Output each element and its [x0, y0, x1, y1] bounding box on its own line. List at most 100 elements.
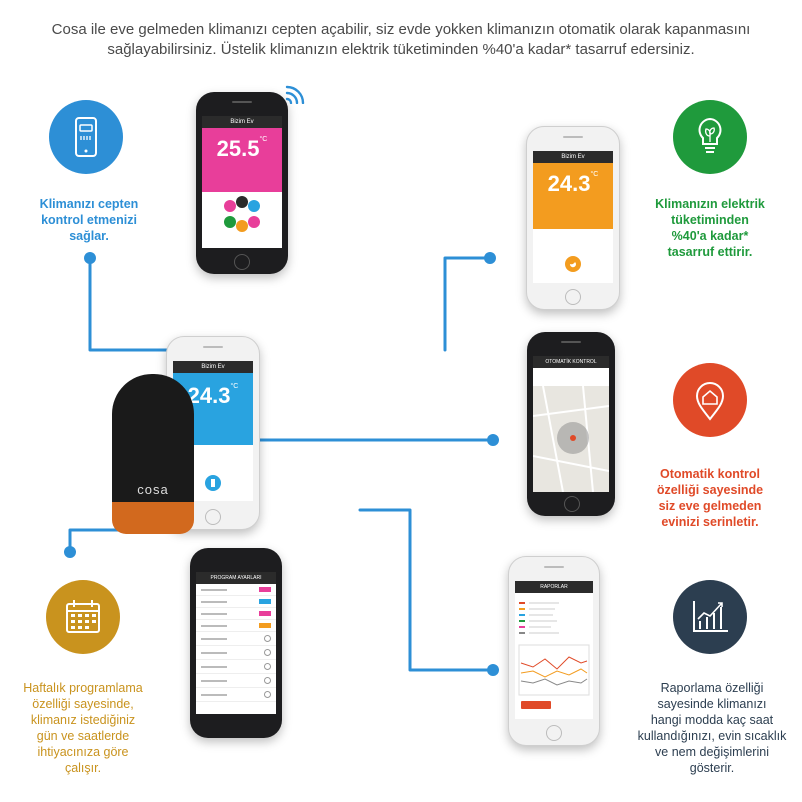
phone-saving-screen: Bizim Ev 24.3°C	[533, 151, 613, 283]
intro-text: Cosa ile eve gelmeden klimanızı cepten a…	[40, 20, 762, 60]
device-body	[112, 374, 194, 510]
connector-weekly	[68, 528, 122, 552]
connector-dot-reports	[487, 664, 499, 676]
saving-line-3: %40'a kadar*	[671, 229, 749, 243]
temperature-value: 24.3	[547, 171, 591, 196]
temperature-panel: 24.3°C	[533, 163, 613, 229]
list-item[interactable]	[196, 632, 276, 646]
connector-dot-auto	[487, 434, 499, 446]
app-title: Bizim Ev	[201, 364, 225, 370]
device-logo: cosa	[137, 482, 169, 497]
list-item[interactable]	[196, 620, 276, 632]
connector-dot-weekly	[64, 546, 76, 558]
weekly-line-5: ihtiyacınıza göre	[37, 745, 129, 759]
app-title: Bizim Ev	[561, 154, 585, 160]
reports-line-3: hangi modda kaç saat	[650, 713, 774, 727]
home-button[interactable]	[205, 509, 221, 525]
weekly-line-6: çalışır.	[64, 761, 102, 775]
energy-saving-badge	[673, 100, 747, 174]
auto-control-caption: Otomatik kontrol özelliği sayesinde siz …	[640, 466, 780, 530]
saving-line-4: tasarruf ettirir.	[667, 245, 753, 259]
home-button[interactable]	[564, 496, 580, 512]
auto-line-1: Otomatik kontrol	[659, 467, 760, 481]
eco-mode-button[interactable]	[533, 229, 613, 283]
auto-control-badge	[673, 363, 747, 437]
phone-ac-icon	[75, 117, 97, 157]
report-chart	[518, 602, 590, 709]
list-item[interactable]	[196, 660, 276, 674]
app-title: PROGRAM AYARLARI	[210, 575, 262, 581]
phone-remote: Bizim Ev 25.5°C	[196, 92, 288, 274]
speaker-grille	[563, 136, 583, 138]
saving-line-1: Klimanızın elektrik	[655, 197, 765, 211]
location-home-icon	[695, 382, 725, 421]
speaker-grille	[232, 101, 252, 103]
speaker-grille	[203, 346, 223, 348]
phone-reports-screen: RAPORLAR	[515, 581, 593, 719]
app-title: OTOMATİK KONTROL	[545, 359, 597, 365]
manual-mode-button[interactable]	[173, 445, 253, 501]
reports-line-5: ve nem değişimlerini	[655, 745, 769, 759]
intro-line-2: sağlayabilirsiniz. Üstelik klimanızın el…	[107, 41, 695, 58]
list-item[interactable]	[196, 674, 276, 688]
reports-line-6: gösterir.	[689, 761, 735, 775]
list-item[interactable]	[196, 646, 276, 660]
intro-line-1: Cosa ile eve gelmeden klimanızı cepten a…	[51, 21, 751, 38]
home-button[interactable]	[234, 254, 250, 270]
cosa-device: cosa	[112, 374, 194, 536]
list-item[interactable]	[196, 608, 276, 620]
auto-line-4: evinizi serinletir.	[661, 515, 759, 529]
speaker-grille	[544, 566, 564, 568]
weekly-program-badge	[46, 580, 120, 654]
phone-auto: OTOMATİK KONTROL	[527, 332, 615, 516]
list-item[interactable]	[196, 596, 276, 608]
app-bar: Bizim Ev	[173, 361, 253, 373]
remote-control-badge	[49, 100, 123, 174]
remote-line-1: Klimanızı cepten	[39, 197, 139, 211]
phone-weekly: PROGRAM AYARLARI	[190, 548, 282, 738]
temperature-panel: 25.5°C	[202, 128, 282, 192]
home-button[interactable]	[546, 725, 562, 741]
app-bar: Bizim Ev	[202, 116, 282, 128]
list-item[interactable]	[196, 584, 276, 596]
saving-line-2: tüketiminden	[671, 213, 749, 227]
map-view[interactable]	[533, 385, 609, 492]
auto-control-toggle-row[interactable]	[533, 368, 609, 386]
weekly-line-2: özelliği sayesinde,	[32, 697, 134, 711]
device-base	[112, 502, 194, 534]
connector-dot-remote	[84, 252, 96, 264]
reports-badge	[673, 580, 747, 654]
weekly-line-1: Haftalık programlama	[23, 681, 143, 695]
temperature-unit: °C	[259, 136, 268, 143]
home-button[interactable]	[565, 289, 581, 305]
phone-saving: Bizim Ev 24.3°C	[526, 126, 620, 310]
app-title: RAPORLAR	[540, 584, 568, 590]
growth-chart-icon	[693, 601, 728, 632]
temperature-unit: °C	[590, 171, 599, 178]
remote-line-3: sağlar.	[69, 229, 109, 243]
connector-reports	[358, 508, 492, 672]
app-bar: OTOMATİK KONTROL	[533, 356, 609, 368]
reports-line-1: Raporlama özelliği	[660, 681, 764, 695]
phone-auto-screen: OTOMATİK KONTROL	[533, 356, 609, 492]
auto-line-2: özelliği sayesinde	[656, 483, 764, 497]
wifi-icon	[285, 85, 305, 104]
energy-saving-caption: Klimanızın elektrik tüketiminden %40'a k…	[645, 196, 775, 260]
lightbulb-leaf-icon	[698, 117, 722, 153]
app-bar: PROGRAM AYARLARI	[196, 572, 276, 584]
remote-control-caption: Klimanızı cepten kontrol etmenizi sağlar…	[24, 196, 154, 244]
program-list[interactable]	[196, 584, 276, 702]
speaker-grille	[561, 341, 581, 343]
connector-saving	[443, 256, 492, 352]
list-item[interactable]	[196, 688, 276, 702]
reports-line-2: sayesinde klimanızı	[657, 697, 767, 711]
weekly-line-4: gün ve saatlerde	[36, 729, 130, 743]
phone-remote-screen: Bizim Ev 25.5°C	[202, 116, 282, 248]
remote-line-2: kontrol etmenizi	[41, 213, 137, 227]
auto-line-3: siz eve gelmeden	[658, 499, 762, 513]
temperature-unit: °C	[230, 383, 239, 390]
mode-buttons[interactable]	[202, 192, 282, 248]
calendar-icon	[66, 600, 100, 633]
phone-reports: RAPORLAR	[508, 556, 600, 746]
